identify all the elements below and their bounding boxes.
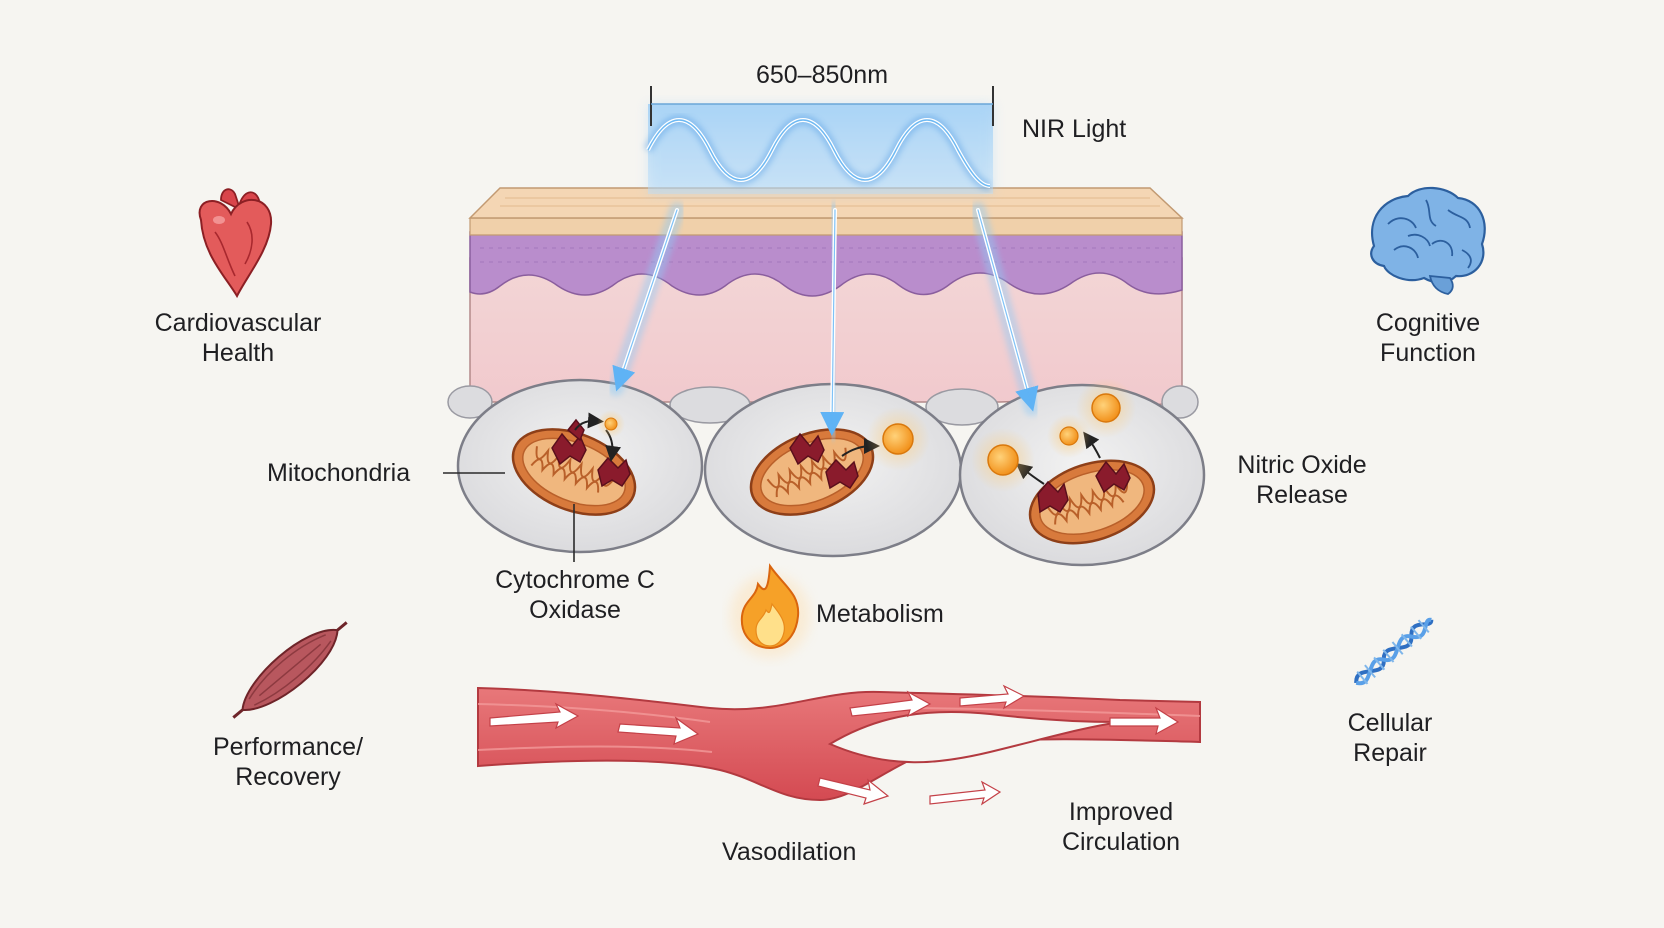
blood-vessels (477, 684, 1201, 806)
cognitive-label: Cognitive Function (1375, 309, 1481, 367)
cell-bridge (1161, 385, 1199, 419)
no-particles (597, 378, 1136, 492)
cytochrome-complexes (551, 418, 1131, 514)
cell-bridge (447, 385, 493, 419)
leader-lines (443, 472, 575, 562)
wavelength-label: 650–850nm (755, 61, 889, 89)
flame-icon (730, 563, 810, 658)
mitochondria-label: Mitochondria (267, 459, 411, 487)
cytochrome-label: Cytochrome C Oxidase (495, 566, 655, 624)
skin-top-surface (468, 187, 1184, 219)
no-particle (1059, 426, 1079, 446)
cardio-label: Cardiovascular Health (154, 309, 322, 367)
circulation-label: Improved Circulation (1061, 798, 1181, 856)
cellular-repair-label: Cellular Repair (1347, 709, 1433, 767)
purple-texture (480, 247, 1175, 263)
light-rays (608, 202, 1040, 440)
no-particle (1091, 393, 1121, 423)
performance-label: Performance/ Recovery (212, 733, 364, 791)
nir-light (643, 104, 993, 194)
mitochondrion-2 (749, 428, 875, 516)
no-particle (882, 423, 914, 455)
vasodilation-label: Vasodilation (722, 838, 857, 866)
heart-icon (198, 188, 273, 299)
wavelength-bracket (650, 86, 994, 126)
brain-icon (1370, 186, 1486, 295)
nir-light-label: NIR Light (1022, 115, 1127, 143)
dna-icon (1354, 617, 1434, 686)
nitric-oxide-label: Nitric Oxide Release (1237, 451, 1367, 509)
muscle-icon (232, 621, 348, 719)
flow-arrows (489, 684, 1180, 806)
epidermis-layer (469, 217, 1183, 236)
metabolism-label: Metabolism (816, 600, 944, 628)
cell-bridge (925, 388, 999, 426)
no-particle (987, 444, 1019, 476)
no-particle (604, 417, 618, 431)
